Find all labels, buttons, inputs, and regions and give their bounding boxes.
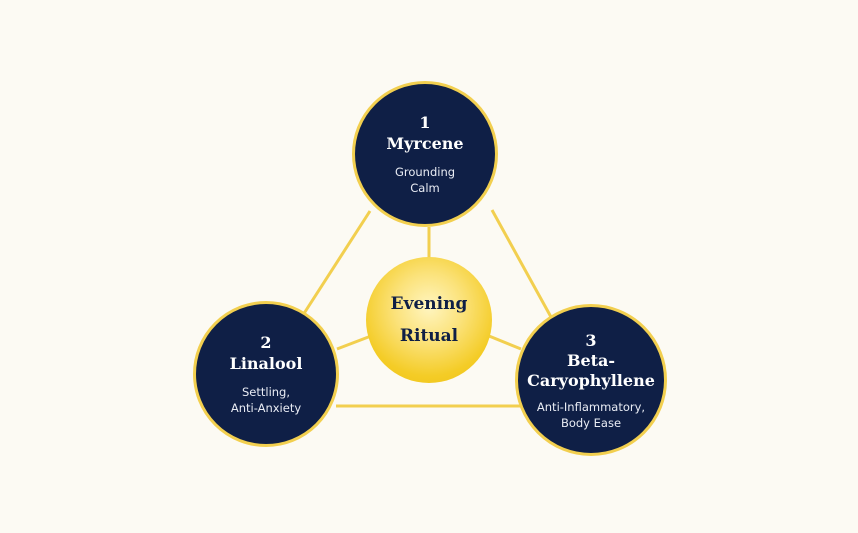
node-linalool: 2 Linalool Settling, Anti-Anxiety	[193, 301, 339, 447]
node-description-line: Anti-Anxiety	[230, 401, 302, 415]
node-name: Beta- Caryophyllene	[527, 351, 655, 391]
node-number: 2	[260, 333, 272, 352]
center-node: Evening Ritual	[366, 257, 492, 383]
edge-1-3	[490, 209, 553, 318]
node-number: 3	[585, 330, 597, 350]
edge-1-2	[301, 210, 372, 316]
node-beta-caryophyllene: 3 Beta- Caryophyllene Anti-Inflammatory,…	[515, 304, 667, 456]
node-name-line: Beta-	[566, 350, 616, 370]
node-description-line: Settling,	[241, 385, 291, 399]
center-title-line: Evening	[390, 294, 468, 314]
node-name-line: Caryophyllene	[527, 370, 655, 390]
node-myrcene: 1 Myrcene Grounding Calm	[352, 81, 498, 227]
node-name: Myrcene	[386, 134, 464, 153]
node-description: Anti-Inflammatory, Body Ease	[537, 399, 645, 431]
center-title-line: Ritual	[399, 326, 459, 346]
node-number: 1	[419, 113, 431, 132]
node-description: Settling, Anti-Anxiety	[231, 384, 301, 416]
node-description-line: Anti-Inflammatory,	[536, 399, 646, 414]
node-description-line: Grounding	[394, 165, 456, 179]
spoke-center-2	[336, 334, 372, 351]
node-description: Grounding Calm	[395, 164, 455, 196]
node-name: Linalool	[229, 354, 303, 373]
node-description-line: Calm	[410, 181, 440, 195]
spoke-center-3	[488, 334, 522, 351]
node-description-line: Body Ease	[560, 415, 622, 430]
